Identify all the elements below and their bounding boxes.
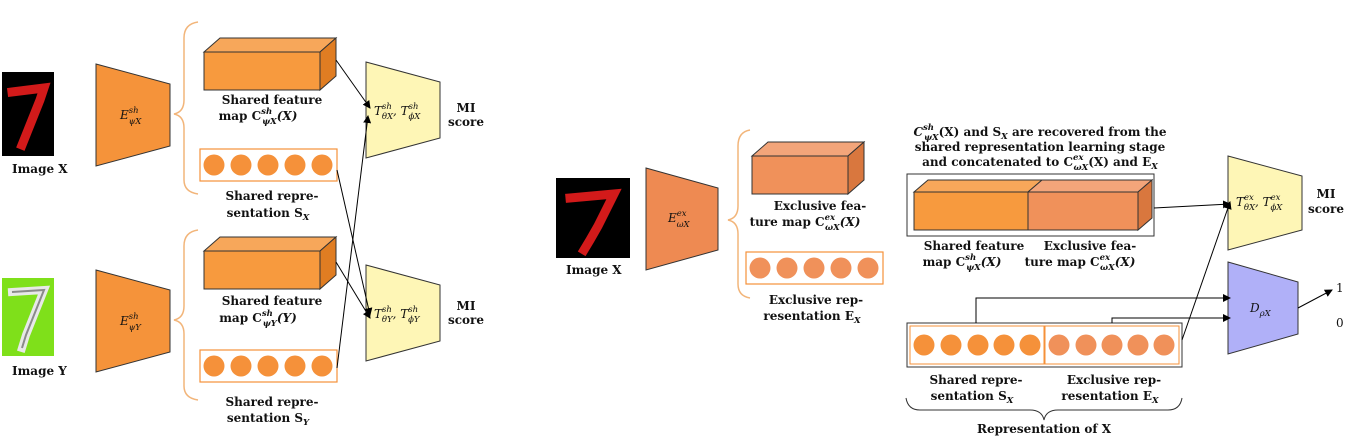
- image-y-label: Image Y: [12, 364, 67, 378]
- right-image-x-label: Image X: [566, 263, 622, 277]
- svg-text:DρX: DρX: [1249, 301, 1272, 319]
- rep-unit: [993, 334, 1015, 356]
- rep-unit: [1101, 334, 1123, 356]
- rep-unit: [857, 257, 879, 279]
- shared-representation-x: [199, 148, 338, 182]
- right-arrows: [975, 200, 1333, 341]
- shared-feature-map-x: [202, 36, 338, 92]
- rep-unit: [1075, 334, 1097, 356]
- brace-x: [173, 21, 199, 195]
- rep-unit: [284, 154, 306, 176]
- rep-excl-label-2: resentation EX: [1061, 389, 1159, 406]
- concat-shared-label-1: Shared feature: [924, 239, 1025, 253]
- shared-feature-map-y: [202, 235, 338, 291]
- left-arrows: [335, 59, 373, 369]
- rep-unit: [967, 334, 989, 356]
- rep-unit: [940, 334, 962, 356]
- rep-excl-label-1: Exclusive rep-: [1067, 373, 1161, 387]
- rep-unit: [230, 355, 252, 377]
- image-x-thumbnail: [2, 72, 54, 156]
- concat-excl-label-1: Exclusive fea-: [1044, 239, 1137, 253]
- rep-unit: [311, 355, 333, 377]
- rep-unit: [776, 257, 798, 279]
- rep-unit: [311, 154, 333, 176]
- feature-map-x-label-1: Shared feature: [222, 93, 323, 107]
- shared-representation-y: [199, 349, 338, 383]
- rep-unit: [203, 154, 225, 176]
- right-image-x-thumbnail: [556, 178, 630, 258]
- rep-x-label-1: Shared repre-: [226, 189, 319, 203]
- rep-unit: [230, 154, 252, 176]
- rep-unit: [203, 355, 225, 377]
- rep-unit: [1153, 334, 1175, 356]
- mi-score-top-1: MI: [457, 101, 476, 115]
- exclusive-feature-map: [750, 140, 866, 196]
- excl-rep-label-1: Exclusive rep-: [769, 293, 863, 307]
- exclusive-representation: [745, 251, 884, 285]
- disc-output-0: 0: [1336, 316, 1344, 330]
- rep-shared-label-1: Shared repre-: [930, 373, 1023, 387]
- disc-output-1: 1: [1336, 281, 1344, 295]
- brace-representation: [905, 397, 1183, 421]
- mi-score-top-2: score: [448, 115, 484, 129]
- image-y-thumbnail: [2, 278, 54, 356]
- rep-of-x-label: Representation of X: [977, 422, 1112, 436]
- rep-unit: [1019, 334, 1041, 356]
- concatenated-representation: [906, 322, 1183, 368]
- mi-score-right-2: score: [1308, 202, 1344, 216]
- rep-unit: [257, 355, 279, 377]
- rep-unit: [284, 355, 306, 377]
- mi-score-bottom-2: score: [448, 313, 484, 327]
- rep-unit: [749, 257, 771, 279]
- mi-score-bottom-1: MI: [457, 299, 476, 313]
- excl-feature-map-label-1: Exclusive fea-: [774, 199, 867, 213]
- rep-unit: [830, 257, 852, 279]
- brace-y: [173, 229, 199, 401]
- rep-y-label-1: Shared repre-: [226, 395, 319, 409]
- rep-y-label-2: sentation SY: [227, 411, 310, 428]
- rep-unit: [1048, 334, 1070, 356]
- discriminator: DρX: [1227, 261, 1299, 355]
- rep-x-label-2: sentation SX: [227, 206, 310, 223]
- excl-rep-label-2: resentation EX: [763, 309, 861, 326]
- rep-shared-label-2: sentation SX: [931, 389, 1014, 406]
- rep-unit: [257, 154, 279, 176]
- feature-map-y-label-1: Shared feature: [222, 294, 323, 308]
- concatenated-feature-map: [906, 173, 1155, 237]
- brace-exclusive: [727, 129, 751, 299]
- image-x-label: Image X: [12, 162, 68, 176]
- note-line-2: shared representation learning stage: [915, 140, 1166, 154]
- rep-unit: [913, 334, 935, 356]
- rep-unit: [803, 257, 825, 279]
- rep-unit: [1127, 334, 1149, 356]
- mi-score-right-1: MI: [1317, 187, 1336, 201]
